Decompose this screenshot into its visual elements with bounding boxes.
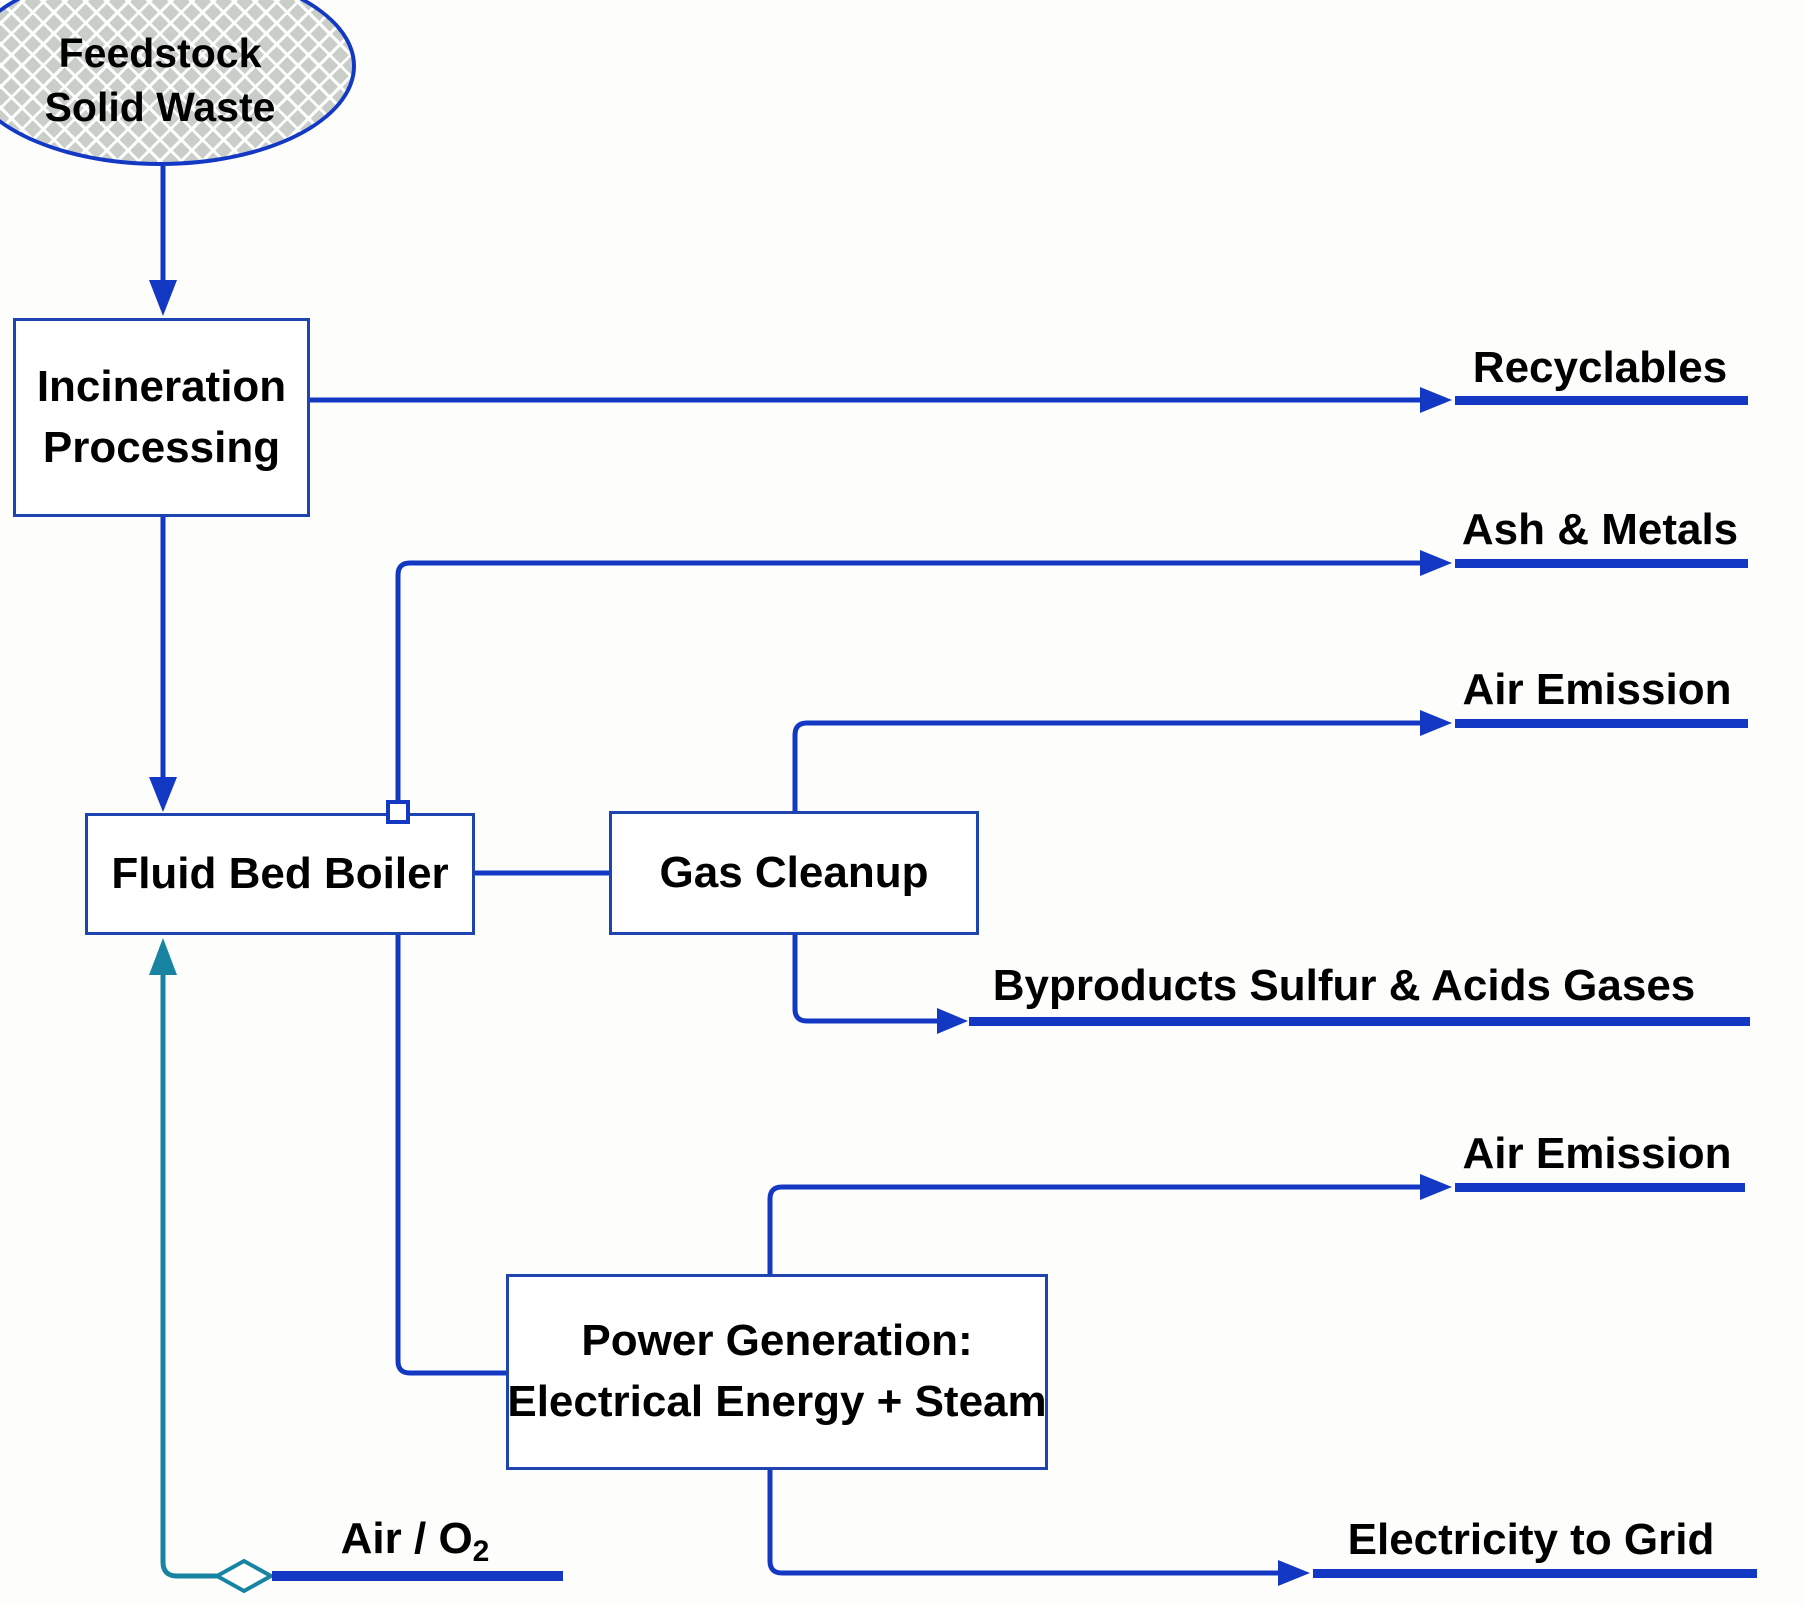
terminal-bar-electricity [1313,1569,1757,1578]
label-byproducts: Byproducts Sulfur & Acids Gases [992,961,1696,1010]
label-air-o2-base: Air / O [340,1514,473,1563]
edge-power-to-electricity [767,1470,1278,1576]
gas-cleanup-label: Gas Cleanup [659,847,929,897]
arrowhead-byproducts [937,1008,968,1034]
node-feedstock-solid-waste: Feedstock Solid Waste [0,0,356,166]
edge-power-to-air-emission-2 [767,1184,1420,1274]
fluid-bed-boiler-label: Fluid Bed Boiler [111,848,449,898]
power-generation-label-line2: Electrical Energy + Steam [507,1377,1047,1426]
terminal-bar-byproducts [969,1017,1750,1026]
label-air-emission-2: Air Emission [1462,1129,1732,1178]
terminal-bar-ash-metals [1455,559,1748,568]
terminal-bar-air-emission-2 [1455,1183,1745,1192]
edge-air-o2-to-boiler [160,973,217,1579]
label-ash-metals: Ash & Metals [1461,505,1739,554]
arrowhead-ash-metals [1420,550,1452,576]
edge-boiler-to-power [395,935,506,1376]
terminal-bar-air-emission-1 [1455,719,1748,728]
arrowhead-air-emission-1 [1420,710,1452,736]
edge-cleanup-to-air-emission-1 [792,720,1420,811]
incineration-label-line2: Processing [42,422,281,472]
node-power-generation: Power Generation: Electrical Energy + St… [506,1274,1048,1470]
label-recyclables: Recyclables [1472,343,1728,392]
node-incineration-processing: Incineration Processing [13,318,310,517]
arrowhead-into-incineration [149,280,177,316]
feedstock-label-line2: Solid Waste [44,83,276,130]
edge-cleanup-to-byproducts [792,935,937,1024]
terminal-bar-air-o2 [272,1571,563,1581]
label-electricity-to-grid: Electricity to Grid [1347,1515,1715,1564]
label-air-o2: Air / O2 [341,1517,490,1567]
label-air-emission-1: Air Emission [1462,665,1732,714]
arrowhead-into-boiler [149,777,177,812]
arrowhead-recyclables [1420,387,1452,413]
incineration-label-line1: Incineration [36,361,287,411]
power-generation-label-line1: Power Generation: [581,1316,973,1366]
arrowhead-into-boiler-bottom [149,938,177,975]
node-fluid-bed-boiler: Fluid Bed Boiler [85,813,475,935]
arrowhead-electricity [1278,1560,1310,1586]
node-gas-cleanup: Gas Cleanup [609,811,979,935]
label-air-o2-sub: 2 [472,1535,490,1568]
edge-boiler-to-ash-metals [395,560,1420,804]
feedstock-label-line1: Feedstock [58,29,262,76]
arrowhead-air-emission-2 [1420,1174,1452,1200]
air-o2-diamond-port [212,1558,276,1594]
terminal-bar-recyclables [1455,396,1748,405]
